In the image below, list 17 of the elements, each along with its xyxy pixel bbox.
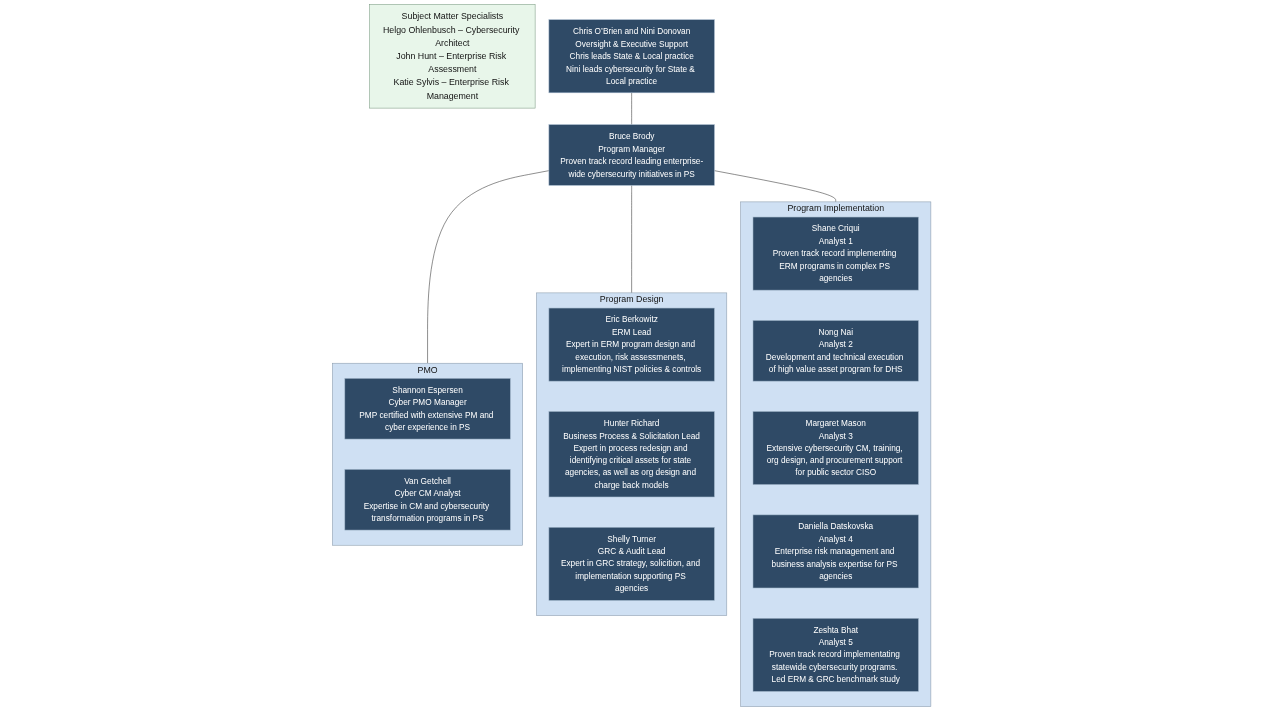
node-box: Hunter Richard Business Process & Solicitation Lead Expert in process redesign and identifying critical assets for state agencies, as well as org design and charge back models [549,411,715,498]
node-box: Van Getchell Cyber CM Analyst Expertise in CM and cybersecurity transformation programs in PS [344,469,511,531]
node-box: Subject Matter Specialists Helgo Ohlenbusch – Cybersecurity Architect John Hunt – Enterprise Risk Assessment Katie Sylvis – Enterprise Risk Management [369,4,536,109]
connector [427,170,550,364]
node-box: Eric Berkowitz ERM Lead Expert in ERM program design and execution, risk assessmenets, implementing NIST policies & controls [549,307,715,382]
node-box: Nong Nai Analyst 2 Development and technical execution of high value asset program for DHS [753,320,920,382]
node-box: Daniella Datskovska Analyst 4 Enterprise risk management and business analysis expertise for PS agencies [753,514,920,589]
node-box: Bruce Brody Program Manager Proven track record leading enterprise-wide cybersecurity initiatives in PS [549,124,715,186]
connector [714,170,837,203]
connector [631,185,633,294]
node-box: Margaret Mason Analyst 3 Extensive cybersecurity CM, training, org design, and procurement support for public sector CISO [753,411,920,485]
node-box: Shelly Turner GRC & Audit Lead Expert in GRC strategy, solicition, and implementation supporting PS agencies [549,527,715,601]
connector [631,92,633,125]
node-box: Shannon Espersen Cyber PMO Manager PMP certified with extensive PM and cyber experience in PS [344,378,511,440]
node-box: Chris O’Brien and Nini Donovan Oversight & Executive Support Chris leads State & Local practice Nini leads cybersecurity for State & Local practice [549,19,715,94]
node-box: Zeshta Bhat Analyst 5 Proven track record implementating statewide cybersecurity programs. Led ERM & GRC benchmark study [753,618,920,692]
node-box: Shane Criqui Analyst 1 Proven track record implementing ERM programs in complex PS agencies [753,216,920,291]
